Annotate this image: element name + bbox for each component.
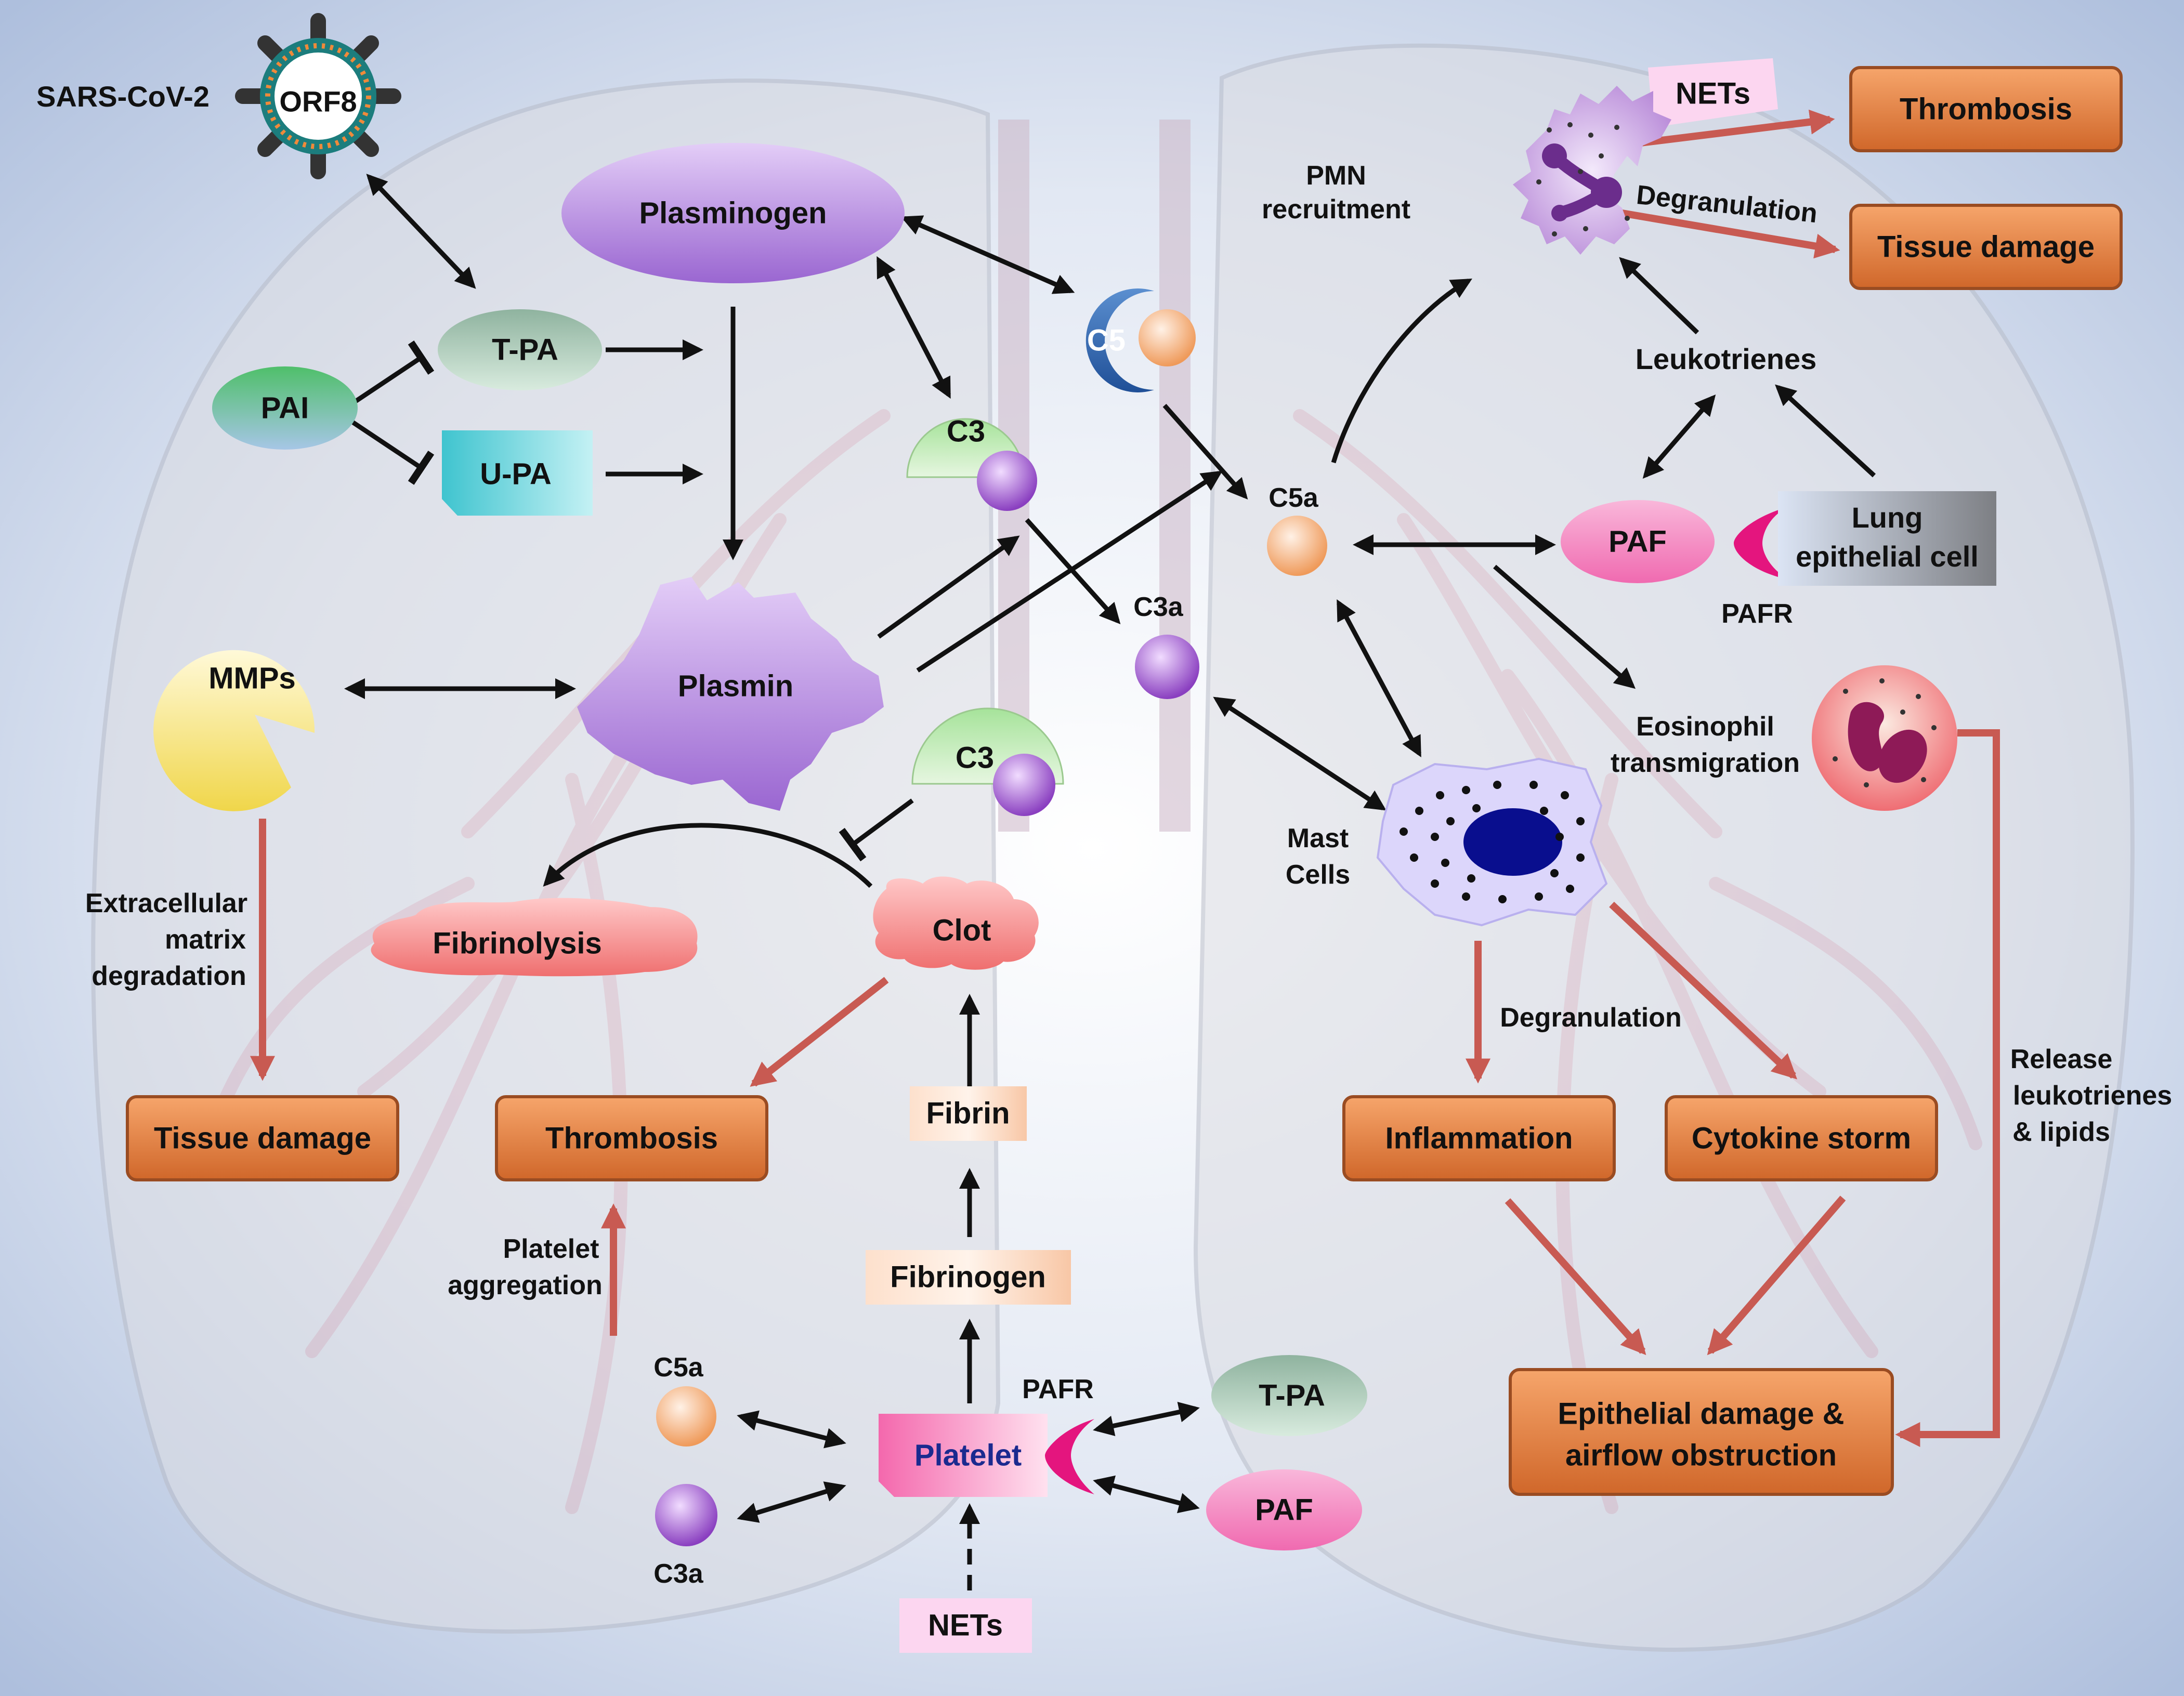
c3a-label: C3a <box>1133 592 1183 622</box>
leukotrienes-label: Leukotrienes <box>1636 343 1817 375</box>
c5-node: C5 <box>1086 288 1196 393</box>
plasmin-label: Plasmin <box>678 669 793 703</box>
thrombosis-left-label: Thrombosis <box>545 1122 718 1155</box>
mast-cells-label-line1: Mast <box>1287 823 1349 853</box>
platelet-label: Platelet <box>914 1439 1022 1473</box>
virus-title: SARS-CoV-2 <box>36 80 210 113</box>
c3a-bottom-node: C3a <box>653 1484 717 1589</box>
cytokine-storm-box: Cytokine storm <box>1665 1095 1938 1181</box>
lung-cell-label-line1: Lung <box>1852 501 1923 534</box>
fibrinogen-node: Fibrinogen <box>866 1250 1071 1305</box>
eosinophil-label-line2: transmigration <box>1611 748 1800 778</box>
mmps-node: MMPs <box>153 650 315 811</box>
thrombosis-top-label: Thrombosis <box>1900 93 2072 126</box>
ecm-label-line3: degradation <box>91 961 246 991</box>
pai-node: PAI <box>212 366 358 450</box>
mast-cell <box>1376 757 1608 927</box>
release-label-line2: leukotrienes <box>2013 1081 2172 1111</box>
nets-bottom-node: NETs <box>899 1598 1032 1653</box>
tpa-node: T-PA <box>438 309 602 390</box>
degranulation-mid-label: Degranulation <box>1500 1003 1682 1033</box>
cytokine-storm-label: Cytokine storm <box>1692 1122 1911 1155</box>
ecm-label-line2: matrix <box>165 925 246 955</box>
release-label-line1: Release <box>2010 1044 2113 1074</box>
release-label-line3: & lipids <box>2012 1117 2110 1147</box>
clot-label: Clot <box>933 914 991 948</box>
fibrin-node: Fibrin <box>910 1086 1027 1141</box>
pafr-receptor: PAFR <box>1721 507 1793 629</box>
epithelial-damage-box: Epithelial damage & airflow obstruction <box>1509 1368 1894 1496</box>
tpa-bottom-node: T-PA <box>1211 1355 1367 1436</box>
plasminogen-node: Plasminogen <box>561 143 905 283</box>
tpa-bottom-label: T-PA <box>1259 1379 1325 1413</box>
tissue-damage-top-label: Tissue damage <box>1877 230 2095 264</box>
thrombosis-left-box: Thrombosis <box>495 1095 768 1181</box>
c3-top-label: C3 <box>947 415 985 449</box>
pmn-cell <box>1513 86 1671 255</box>
thrombosis-top-box: Thrombosis <box>1849 66 2123 152</box>
epithelial-label-line1: Epithelial damage & <box>1558 1397 1844 1431</box>
c3-mid-label: C3 <box>956 741 994 775</box>
inflammation-label: Inflammation <box>1385 1122 1573 1155</box>
c3a-bottom-label: C3a <box>653 1559 703 1589</box>
plasminogen-label: Plasminogen <box>639 196 827 230</box>
paf-bottom-label: PAF <box>1255 1493 1313 1527</box>
clot-node: Clot <box>873 876 1039 970</box>
platelet-node: Platelet PAFR <box>879 1374 1094 1497</box>
nets-bottom-label: NETs <box>928 1609 1003 1642</box>
pmn-label-line1: PMN <box>1306 161 1366 191</box>
c5a-node: C5a <box>1267 483 1327 576</box>
sars-cov-2-virus: ORF8 <box>235 13 401 179</box>
c5a-bottom-label: C5a <box>653 1352 703 1383</box>
black-arrows <box>342 174 1876 1590</box>
eosinophil-cell <box>1812 665 1957 811</box>
tpa-label: T-PA <box>492 333 558 367</box>
pmn-label-line2: recruitment <box>1262 194 1410 225</box>
c5a-label: C5a <box>1268 483 1318 513</box>
platelet-aggregation-line1: Platelet <box>503 1234 599 1264</box>
ecm-label-line1: Extracellular <box>85 888 247 918</box>
fibrinogen-label: Fibrinogen <box>890 1260 1046 1294</box>
upa-label: U-PA <box>480 457 551 491</box>
orf8-label: ORF8 <box>279 85 357 118</box>
platelet-aggregation-line2: aggregation <box>448 1270 603 1300</box>
lungs-illustration <box>91 43 2135 1652</box>
epithelial-label-line2: airflow obstruction <box>1565 1439 1837 1473</box>
pafr-label: PAFR <box>1721 599 1793 629</box>
lung-epithelial-cell-node: Lung epithelial cell <box>1778 491 1996 586</box>
c5-label: C5 <box>1087 324 1126 358</box>
paf-label: PAF <box>1608 525 1667 559</box>
red-arrows <box>250 109 2000 1447</box>
fibrin-label: Fibrin <box>926 1097 1010 1130</box>
inflammation-box: Inflammation <box>1342 1095 1616 1181</box>
paf-bottom-node: PAF <box>1206 1469 1362 1550</box>
c5a-bottom-node: C5a <box>653 1352 716 1447</box>
c3-mid-node: C3 <box>911 707 1064 816</box>
mast-cells-label-line2: Cells <box>1286 860 1350 890</box>
paf-node: PAF <box>1561 500 1715 583</box>
platelet-pafr-label: PAFR <box>1022 1374 1094 1404</box>
eosinophil-label-line1: Eosinophil <box>1636 712 1774 742</box>
upa-node: U-PA <box>442 430 593 516</box>
tissue-damage-top-box: Tissue damage <box>1849 204 2123 290</box>
mmps-label: MMPs <box>208 662 296 695</box>
c3-top-node: C3 <box>906 415 1037 511</box>
pai-label: PAI <box>261 391 309 425</box>
fibrinolysis-label: Fibrinolysis <box>433 927 602 961</box>
nets-top-label: NETs <box>1676 77 1750 111</box>
plasmin-node: Plasmin <box>577 577 884 811</box>
lung-cell-label-line2: epithelial cell <box>1796 540 1979 573</box>
fibrinolysis-node: Fibrinolysis <box>371 898 698 977</box>
tissue-damage-left-box: Tissue damage <box>126 1095 399 1181</box>
nets-top-node: NETs <box>1648 58 1778 127</box>
c3a-node: C3a <box>1133 592 1199 699</box>
tissue-damage-left-label: Tissue damage <box>154 1122 371 1155</box>
